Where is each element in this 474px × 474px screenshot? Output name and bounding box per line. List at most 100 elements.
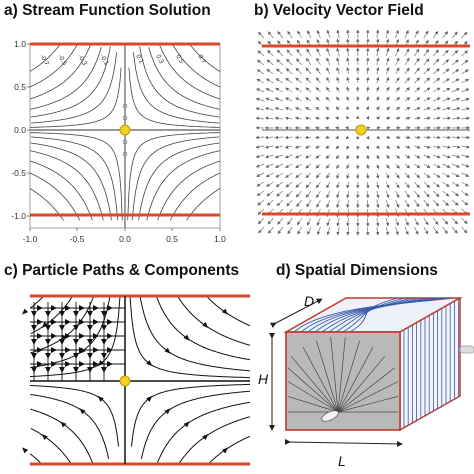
velocity-arrow bbox=[257, 199, 265, 206]
stream-contour-line bbox=[172, 44, 221, 88]
velocity-arrow bbox=[395, 77, 400, 84]
velocity-arrow bbox=[451, 199, 459, 206]
top-contour-line bbox=[314, 298, 434, 332]
velocity-arrow bbox=[451, 154, 461, 159]
velocity-arrow bbox=[442, 68, 450, 75]
velocity-arrow bbox=[366, 67, 370, 75]
particle-path bbox=[30, 427, 72, 464]
radial-flow-line bbox=[290, 356, 339, 413]
velocity-arrow bbox=[336, 163, 340, 170]
contour-label: -0.1 bbox=[98, 54, 110, 68]
velocity-arrow bbox=[404, 226, 409, 236]
velocity-arrow bbox=[451, 31, 458, 39]
flow-arrowhead bbox=[183, 334, 190, 341]
velocity-arrow bbox=[336, 172, 340, 179]
stream-contour-line bbox=[30, 46, 102, 110]
velocity-arrow bbox=[461, 190, 469, 196]
contour-label: 0.7 bbox=[196, 54, 207, 66]
velocity-arrow bbox=[326, 67, 331, 75]
velocity-arrow bbox=[256, 78, 265, 84]
velocity-arrow bbox=[414, 217, 419, 226]
velocity-arrow bbox=[346, 76, 350, 84]
velocity-arrow bbox=[461, 145, 470, 149]
stream-contour-line bbox=[29, 172, 81, 221]
velocity-arrow bbox=[297, 217, 302, 226]
velocity-arrow bbox=[316, 67, 321, 75]
velocity-arrow bbox=[326, 181, 331, 189]
velocity-arrow bbox=[315, 163, 321, 169]
velocity-arrow bbox=[325, 154, 331, 159]
velocity-arrow bbox=[414, 154, 421, 159]
velocity-arrow bbox=[432, 68, 440, 75]
velocity-arrow bbox=[365, 30, 370, 39]
velocity-arrow bbox=[433, 145, 441, 149]
velocity-arrow bbox=[385, 76, 390, 84]
velocity-arrow bbox=[316, 217, 321, 227]
velocity-arrow bbox=[307, 217, 312, 226]
velocity-arrow bbox=[287, 30, 293, 39]
velocity-arrow bbox=[365, 226, 370, 236]
velocity-arrow bbox=[257, 50, 265, 57]
velocity-arrow bbox=[433, 97, 441, 102]
velocity-arrow bbox=[295, 172, 302, 179]
velocity-arrow bbox=[442, 199, 449, 206]
velocity-arrow bbox=[423, 181, 431, 188]
velocity-arrow bbox=[366, 47, 370, 57]
length-arrow bbox=[284, 438, 403, 447]
top-contour-line bbox=[335, 298, 413, 332]
velocity-arrow bbox=[451, 78, 460, 84]
depth-arrow bbox=[269, 298, 323, 329]
velocity-arrow bbox=[275, 87, 283, 93]
velocity-arrow bbox=[256, 135, 265, 140]
stream-contour-line bbox=[31, 52, 117, 124]
particle-path bbox=[208, 435, 251, 465]
velocity-arrow bbox=[264, 107, 274, 111]
radial-flow-line bbox=[337, 346, 374, 413]
velocity-arrow bbox=[385, 217, 390, 227]
velocity-arrow bbox=[315, 97, 321, 102]
radial-flow-line bbox=[337, 356, 386, 413]
stream-contour-line bbox=[30, 43, 92, 100]
velocity-arrow bbox=[285, 77, 293, 84]
particle-path bbox=[29, 453, 42, 465]
stream-contour-line bbox=[30, 160, 93, 221]
velocity-arrow bbox=[315, 107, 321, 111]
velocity-arrow bbox=[346, 226, 350, 236]
depth-label: D bbox=[304, 293, 314, 309]
flow-arrowhead bbox=[146, 360, 153, 367]
contour-label: 0.1 bbox=[134, 54, 145, 66]
velocity-arrow bbox=[256, 181, 265, 187]
velocity-arrow bbox=[304, 145, 312, 149]
flow-arrowhead bbox=[202, 433, 209, 440]
y-tick-label: -0.5 bbox=[11, 168, 26, 178]
velocity-arrow bbox=[336, 190, 340, 199]
x-tick-label: -1.0 bbox=[23, 234, 38, 244]
velocity-arrow bbox=[423, 172, 431, 179]
velocity-arrow bbox=[265, 163, 274, 168]
velocity-arrow bbox=[284, 163, 293, 168]
velocity-arrow bbox=[325, 86, 331, 93]
velocity-arrow bbox=[316, 199, 321, 208]
stream-contour-line bbox=[157, 160, 220, 221]
velocity-arrow bbox=[304, 116, 312, 121]
velocity-arrow bbox=[314, 116, 321, 121]
velocity-arrow bbox=[258, 31, 265, 39]
velocity-arrow bbox=[395, 154, 401, 159]
radial-flow-line bbox=[287, 367, 339, 413]
velocity-arrow bbox=[375, 217, 380, 227]
velocity-arrow bbox=[461, 226, 468, 234]
panel-d-title: d) Spatial Dimensions bbox=[276, 262, 438, 279]
velocity-arrow bbox=[266, 199, 274, 206]
velocity-arrow bbox=[442, 217, 449, 225]
stream-contour-line bbox=[189, 44, 221, 72]
velocity-arrow bbox=[414, 77, 421, 84]
velocity-arrow bbox=[385, 226, 390, 236]
velocity-arrow bbox=[304, 135, 312, 140]
velocity-arrow bbox=[442, 31, 449, 39]
velocity-arrow bbox=[451, 107, 461, 111]
velocity-arrow bbox=[395, 116, 401, 121]
top-contour-line bbox=[328, 298, 420, 332]
stagnation-point bbox=[119, 124, 131, 136]
panel-a-title: a) Stream Function Solution bbox=[4, 2, 211, 19]
flow-arrowhead bbox=[60, 421, 67, 428]
